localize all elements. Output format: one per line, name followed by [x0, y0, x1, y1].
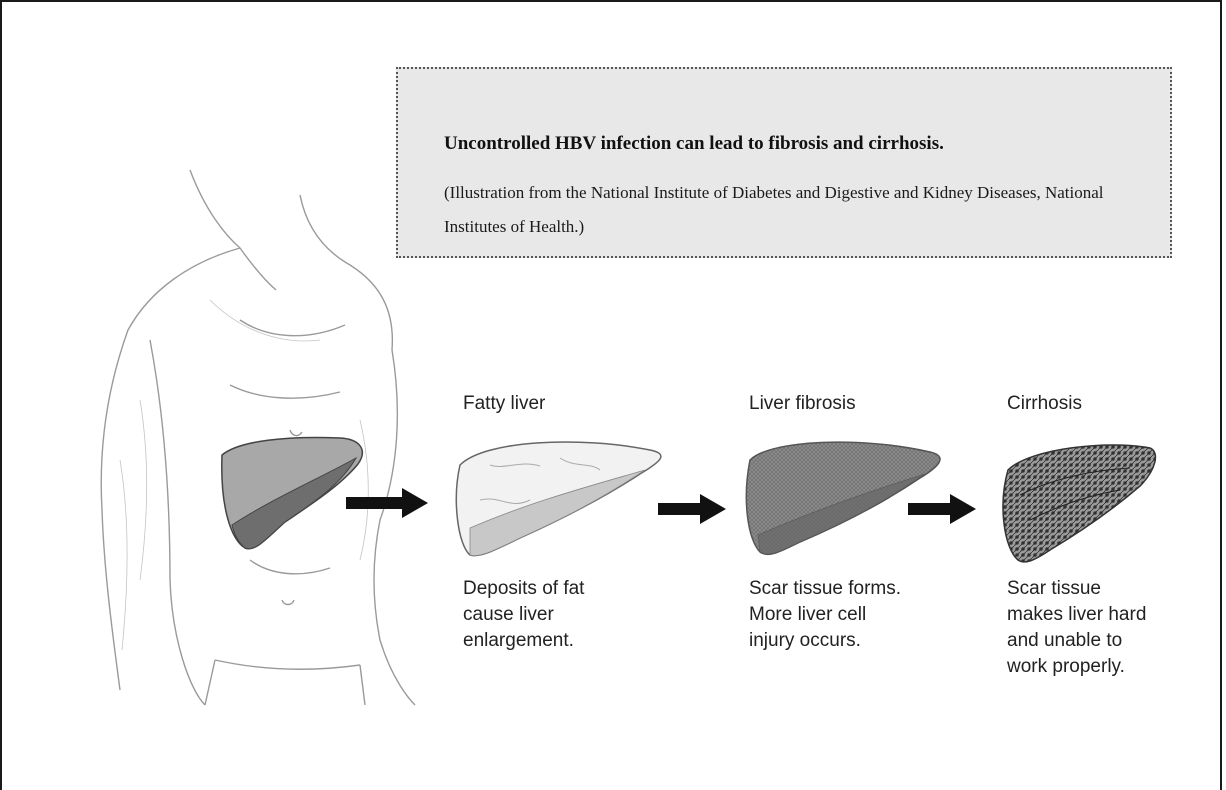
stage-title-cirrhosis: Cirrhosis	[1007, 393, 1082, 415]
stage-desc-cirrhosis: Scar tissue makes liver hard and unable …	[1007, 576, 1146, 680]
caption-title: Uncontrolled HBV infection can lead to f…	[444, 133, 944, 155]
arrow-to-cirrhosis	[908, 494, 976, 524]
liver-fibrosis-image	[746, 442, 940, 554]
caption-credit: (Illustration from the National Institut…	[444, 176, 1144, 244]
arrow-to-liver-fibrosis	[658, 494, 726, 524]
stage-title-fatty-liver: Fatty liver	[463, 393, 545, 415]
torso-sketch	[101, 170, 415, 705]
stage-title-liver-fibrosis: Liver fibrosis	[749, 393, 856, 415]
caption-box: Uncontrolled HBV infection can lead to f…	[396, 67, 1172, 258]
arrow-to-fatty-liver	[346, 488, 428, 518]
liver-in-body	[222, 438, 363, 549]
stage-desc-liver-fibrosis: Scar tissue forms. More liver cell injur…	[749, 576, 901, 654]
cirrhosis-image	[1003, 445, 1155, 562]
fatty-liver-image	[456, 442, 661, 556]
stage-desc-fatty-liver: Deposits of fat cause liver enlargement.	[463, 576, 584, 654]
